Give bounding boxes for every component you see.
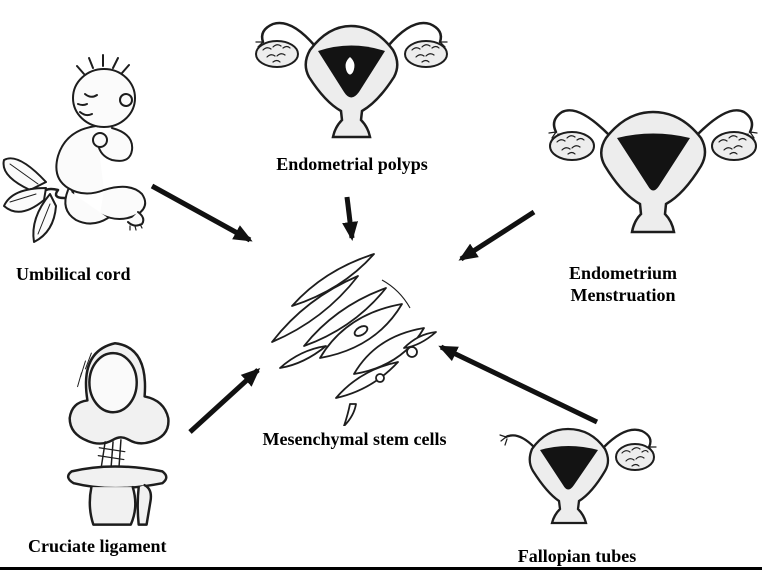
- uterus-fallopian-icon: [499, 427, 657, 525]
- mesenchymal-stem-cells-label: Mesenchymal stem cells: [262, 429, 447, 449]
- endometrial-polyps-label: Endometrial polyps: [276, 154, 428, 174]
- fallopian-tubes-illustration: [492, 413, 660, 537]
- arrow-umbilical-to-center: [150, 183, 253, 243]
- fetus-umbilical-cord-icon: [2, 54, 147, 243]
- endometrium-label: Endometrium Menstruation: [550, 262, 696, 306]
- umbilical-cord-label: Umbilical cord: [16, 264, 131, 284]
- endometrial-polyps-illustration: [249, 4, 454, 150]
- arrow-fallopian-to-center: [438, 344, 599, 425]
- arrow-polyps-to-center: [342, 196, 359, 241]
- fetus-illustration: [0, 42, 168, 254]
- menstruation-label-line2: Menstruation: [570, 285, 676, 305]
- fallopian-tubes-label: Fallopian tubes: [517, 546, 637, 566]
- knee-joint-icon: [66, 342, 170, 526]
- stem-cells-illustration: [262, 246, 440, 427]
- uterus-endometrium-icon: [548, 109, 758, 234]
- cruciate-ligament-label: Cruciate ligament: [28, 536, 167, 556]
- arrow-endometrium-to-center: [458, 209, 536, 262]
- spindle-cells-icon: [271, 253, 437, 427]
- cruciate-ligament-illustration: [48, 330, 186, 528]
- arrow-cruciate-to-center: [188, 367, 261, 434]
- uterus-polyp-icon: [255, 21, 448, 139]
- endometrium-label-line1: Endometrium: [569, 263, 677, 283]
- endometrium-illustration: [544, 84, 762, 250]
